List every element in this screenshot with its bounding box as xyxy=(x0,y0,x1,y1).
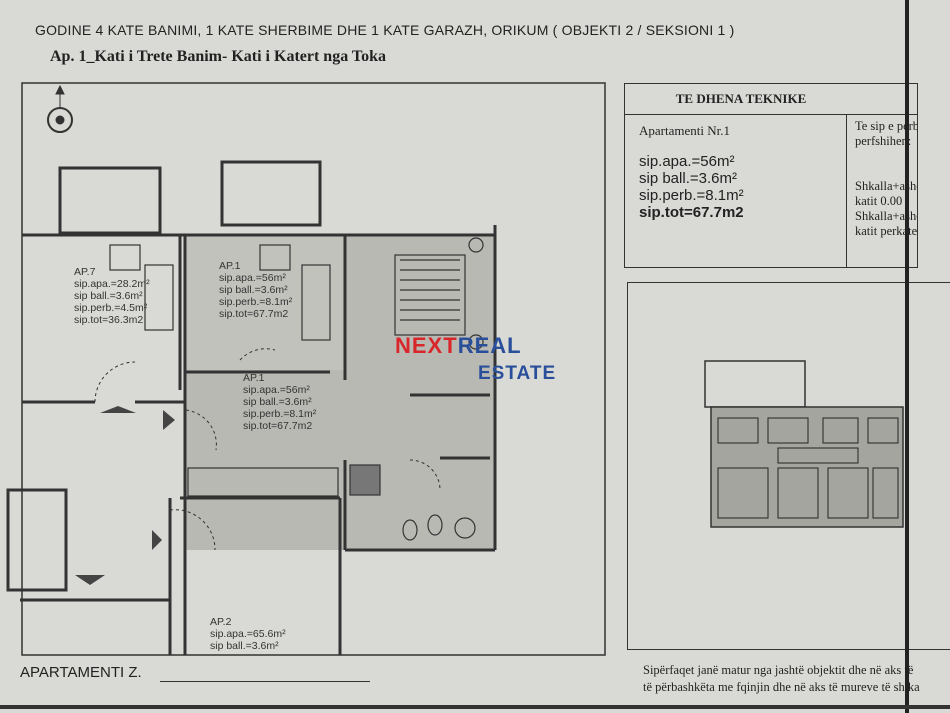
page-bottom-border xyxy=(0,705,950,709)
page-divider xyxy=(905,0,909,713)
floor-plan xyxy=(6,82,606,656)
furniture xyxy=(109,237,484,541)
site-plan xyxy=(704,360,904,528)
document-subtitle: Ap. 1_Kati i Trete Banim- Kati i Katert … xyxy=(50,48,387,65)
apartment-z-label: APARTAMENTI Z. xyxy=(20,664,142,681)
door-swings xyxy=(94,348,441,551)
sofa xyxy=(301,264,331,341)
bed xyxy=(394,254,466,336)
table-title: TE DHENA TEKNIKE xyxy=(625,84,917,115)
entrance-arrow-icons xyxy=(75,406,175,585)
measurement-note: Sipërfaqet janë matur nga jashtë objekti… xyxy=(643,663,920,694)
document-title: GODINE 4 KATE BANIMI, 1 KATE SHERBIME DH… xyxy=(35,22,735,38)
apartment-z-blank xyxy=(160,681,370,682)
kitchen-counter xyxy=(187,467,339,497)
area-apartment: sip.apa.=56m² xyxy=(639,153,735,170)
area-balcony: sip ball.=3.6m² xyxy=(639,170,737,187)
compass-icon xyxy=(47,84,73,133)
apartment-number: Apartamenti Nr.1 xyxy=(639,123,730,138)
technical-data-table: TE DHENA TEKNIKE Apartamenti Nr.1 sip.ap… xyxy=(624,83,918,268)
watermark-logo: NEXTREAL xyxy=(395,333,522,358)
watermark-logo-sub: ESTATE xyxy=(478,363,557,384)
walls xyxy=(6,160,497,655)
area-common: sip.perb.=8.1m² xyxy=(639,187,744,204)
plan-frame xyxy=(21,82,606,656)
site-plan-box xyxy=(627,282,950,650)
area-total: sip.tot=67.7m2 xyxy=(639,204,744,221)
